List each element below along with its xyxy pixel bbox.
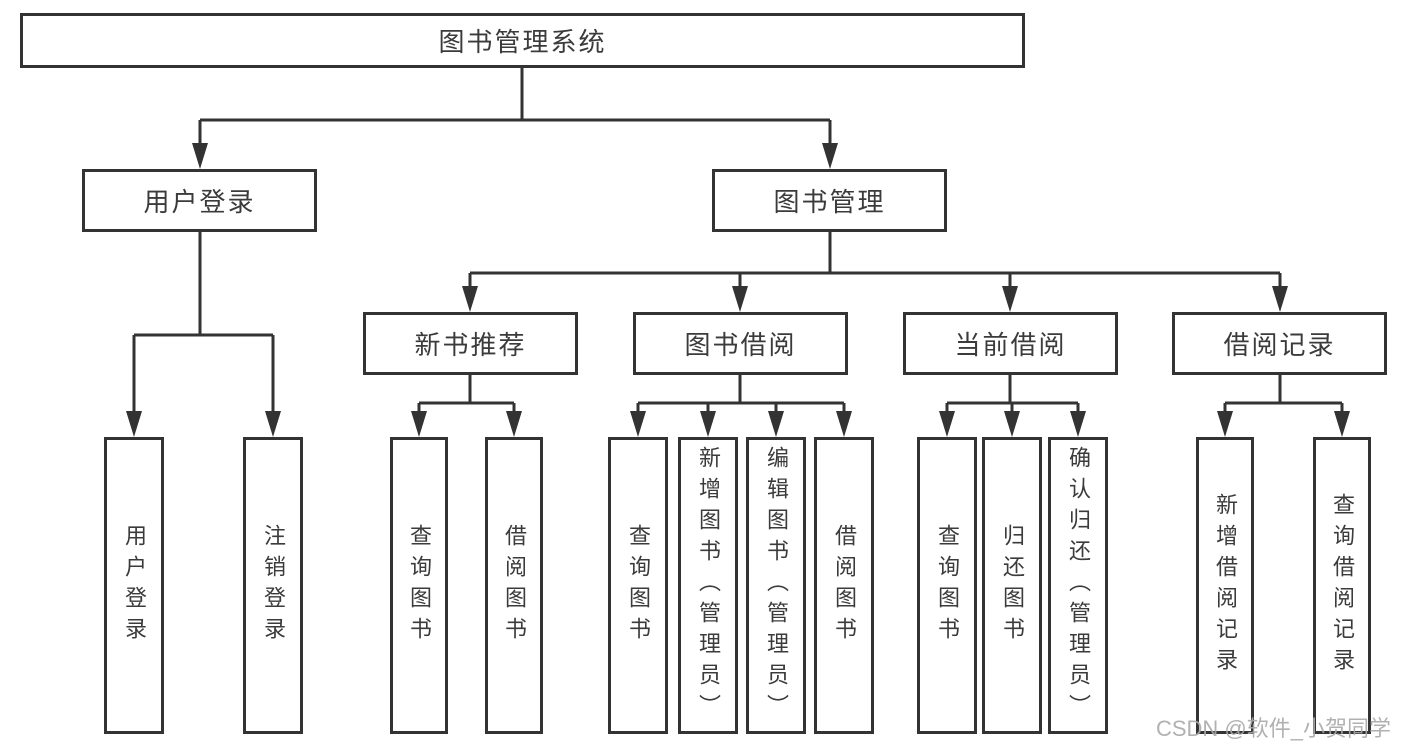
leaf-logout-label: 注销登录: [261, 523, 286, 648]
arrowheads: [126, 143, 1350, 437]
leaf-borrow-edit-books-admin-label: 编辑图书（管理员）: [764, 446, 789, 725]
leaf-borrow-add-books-admin: 新增图书（管理员）: [678, 437, 738, 734]
node-root-system: 图书管理系统: [20, 13, 1025, 68]
leaf-borrow-borrow-books: 借阅图书: [814, 437, 874, 734]
node-root-label: 图书管理系统: [438, 27, 607, 57]
leaf-newbook-query-books-label: 查询图书: [407, 523, 432, 648]
leaf-borrow-add-books-admin-label: 新增图书（管理员）: [696, 446, 721, 725]
node-borrow-records-label: 借阅记录: [1223, 330, 1336, 360]
leaf-current-return-books-label: 归还图书: [1000, 523, 1025, 648]
node-book-management: 图书管理: [712, 169, 947, 232]
leaf-current-confirm-return-admin: 确认归还（管理员）: [1048, 437, 1108, 734]
leaf-current-query-books-label: 查询图书: [935, 523, 960, 648]
leaf-current-confirm-return-admin-label: 确认归还（管理员）: [1066, 446, 1091, 725]
leaf-records-query-record: 查询借阅记录: [1313, 437, 1371, 734]
leaf-current-return-books: 归还图书: [982, 437, 1042, 734]
leaf-newbook-query-books: 查询图书: [390, 437, 448, 734]
leaf-user-login-label: 用户登录: [122, 523, 147, 648]
node-book-management-label: 图书管理: [773, 187, 886, 217]
node-borrow-records: 借阅记录: [1172, 312, 1387, 375]
leaf-records-query-record-label: 查询借阅记录: [1330, 492, 1355, 679]
leaf-user-login: 用户登录: [104, 437, 164, 734]
leaf-newbook-borrow-books-label: 借阅图书: [502, 523, 527, 648]
node-current-borrow: 当前借阅: [903, 312, 1118, 375]
node-book-borrow-label: 图书借阅: [684, 330, 797, 360]
leaf-current-query-books: 查询图书: [917, 437, 977, 734]
leaf-newbook-borrow-books: 借阅图书: [485, 437, 543, 734]
leaf-logout: 注销登录: [243, 437, 303, 734]
csdn-watermark: CSDN @软件_小贺同学: [1155, 716, 1391, 741]
leaf-records-add-record: 新增借阅记录: [1196, 437, 1254, 734]
node-current-borrow-label: 当前借阅: [954, 330, 1067, 360]
node-user-login: 用户登录: [82, 169, 317, 232]
leaf-borrow-edit-books-admin: 编辑图书（管理员）: [746, 437, 806, 734]
leaf-borrow-borrow-books-label: 借阅图书: [832, 523, 857, 648]
leaf-borrow-query-books-label: 查询图书: [626, 523, 651, 648]
node-new-book-recommend: 新书推荐: [363, 312, 578, 375]
leaf-records-add-record-label: 新增借阅记录: [1213, 492, 1238, 679]
node-new-book-recommend-label: 新书推荐: [414, 330, 527, 360]
node-user-login-label: 用户登录: [143, 187, 256, 217]
leaf-borrow-query-books: 查询图书: [608, 437, 668, 734]
node-book-borrow: 图书借阅: [633, 312, 848, 375]
